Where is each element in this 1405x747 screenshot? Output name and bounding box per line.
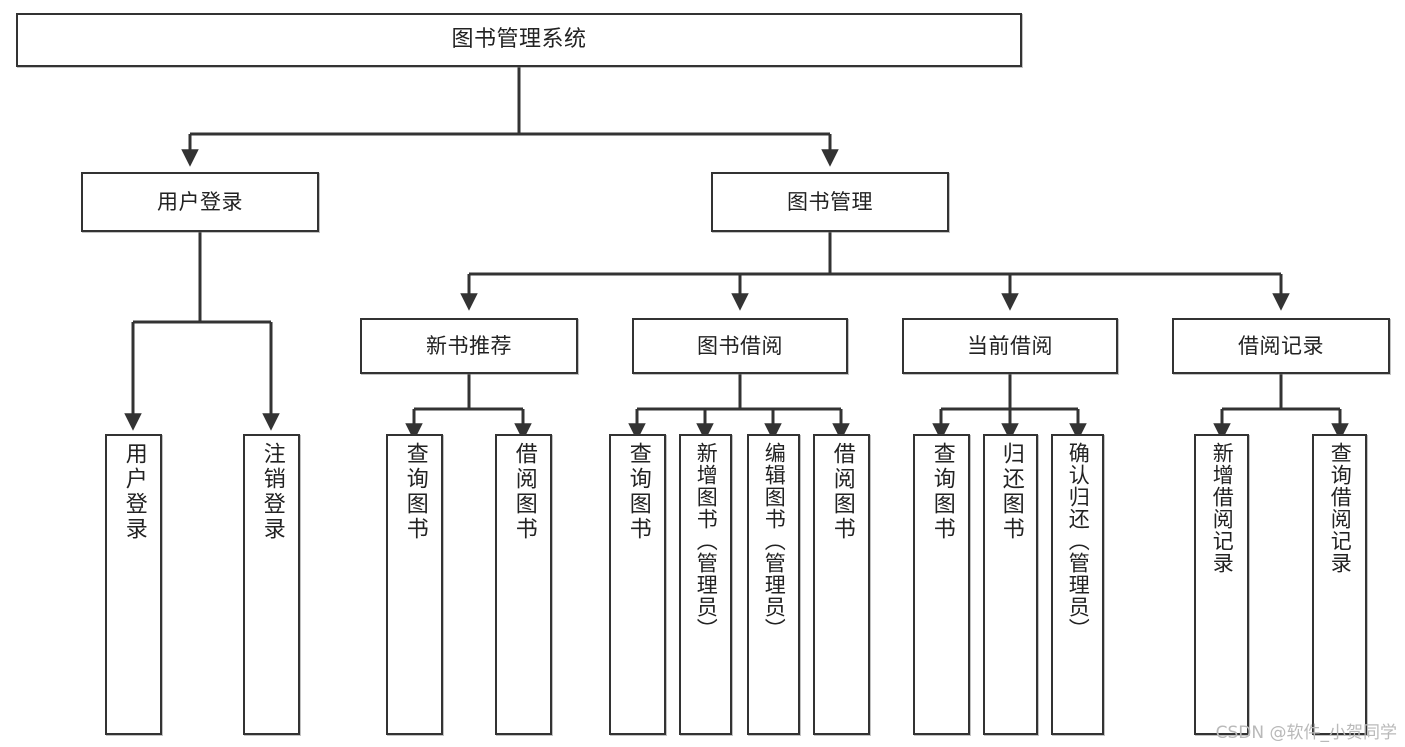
node-label: 当前借阅: [967, 333, 1053, 358]
csdn-watermark: CSDN @软件_小贺同学: [1215, 723, 1397, 743]
leaf-borrow-query-book[interactable]: 查询图书: [609, 434, 666, 735]
node-label: 新增借阅记录: [1210, 442, 1235, 574]
node-label: 新书推荐: [426, 333, 512, 358]
node-label: 借阅记录: [1238, 333, 1324, 358]
node-root-system[interactable]: 图书管理系统: [16, 13, 1022, 67]
node-current-borrow[interactable]: 当前借阅: [902, 318, 1118, 374]
node-new-book-recommend[interactable]: 新书推荐: [360, 318, 578, 374]
leaf-borrow-borrow-book[interactable]: 借阅图书: [813, 434, 870, 735]
node-label: 借阅图书: [829, 442, 855, 542]
node-user-login[interactable]: 用户登录: [81, 172, 319, 232]
leaf-current-confirm-return-admin[interactable]: 确认归还（管理员）: [1051, 434, 1104, 735]
node-book-management[interactable]: 图书管理: [711, 172, 949, 232]
node-label: 编辑图书（管理员）: [762, 442, 787, 640]
node-label: 借阅图书: [511, 442, 537, 542]
leaf-user-login-login[interactable]: 用户登录: [105, 434, 162, 735]
leaf-current-query-book[interactable]: 查询图书: [913, 434, 970, 735]
node-book-borrow[interactable]: 图书借阅: [632, 318, 848, 374]
node-label: 查询借阅记录: [1328, 442, 1353, 574]
node-label: 注销登录: [259, 442, 285, 542]
leaf-current-return-book[interactable]: 归还图书: [983, 434, 1038, 735]
node-label: 新增图书（管理员）: [694, 442, 719, 640]
leaf-recommend-borrow-book[interactable]: 借阅图书: [495, 434, 552, 735]
leaf-record-query-record[interactable]: 查询借阅记录: [1312, 434, 1367, 735]
leaf-borrow-edit-book-admin[interactable]: 编辑图书（管理员）: [747, 434, 800, 735]
leaf-record-add-record[interactable]: 新增借阅记录: [1194, 434, 1249, 735]
leaf-recommend-query-book[interactable]: 查询图书: [386, 434, 443, 735]
node-label: 查询图书: [625, 442, 651, 542]
node-label: 查询图书: [402, 442, 428, 542]
node-label: 用户登录: [121, 442, 147, 542]
leaf-user-login-logout[interactable]: 注销登录: [243, 434, 300, 735]
node-label: 查询图书: [929, 442, 955, 542]
node-borrow-record[interactable]: 借阅记录: [1172, 318, 1390, 374]
node-label: 图书管理系统: [451, 27, 587, 53]
leaf-borrow-add-book-admin[interactable]: 新增图书（管理员）: [679, 434, 732, 735]
node-label: 用户登录: [157, 189, 243, 214]
node-label: 确认归还（管理员）: [1066, 442, 1091, 640]
node-label: 图书管理: [787, 189, 873, 214]
node-label: 归还图书: [998, 442, 1024, 542]
node-label: 图书借阅: [697, 333, 783, 358]
